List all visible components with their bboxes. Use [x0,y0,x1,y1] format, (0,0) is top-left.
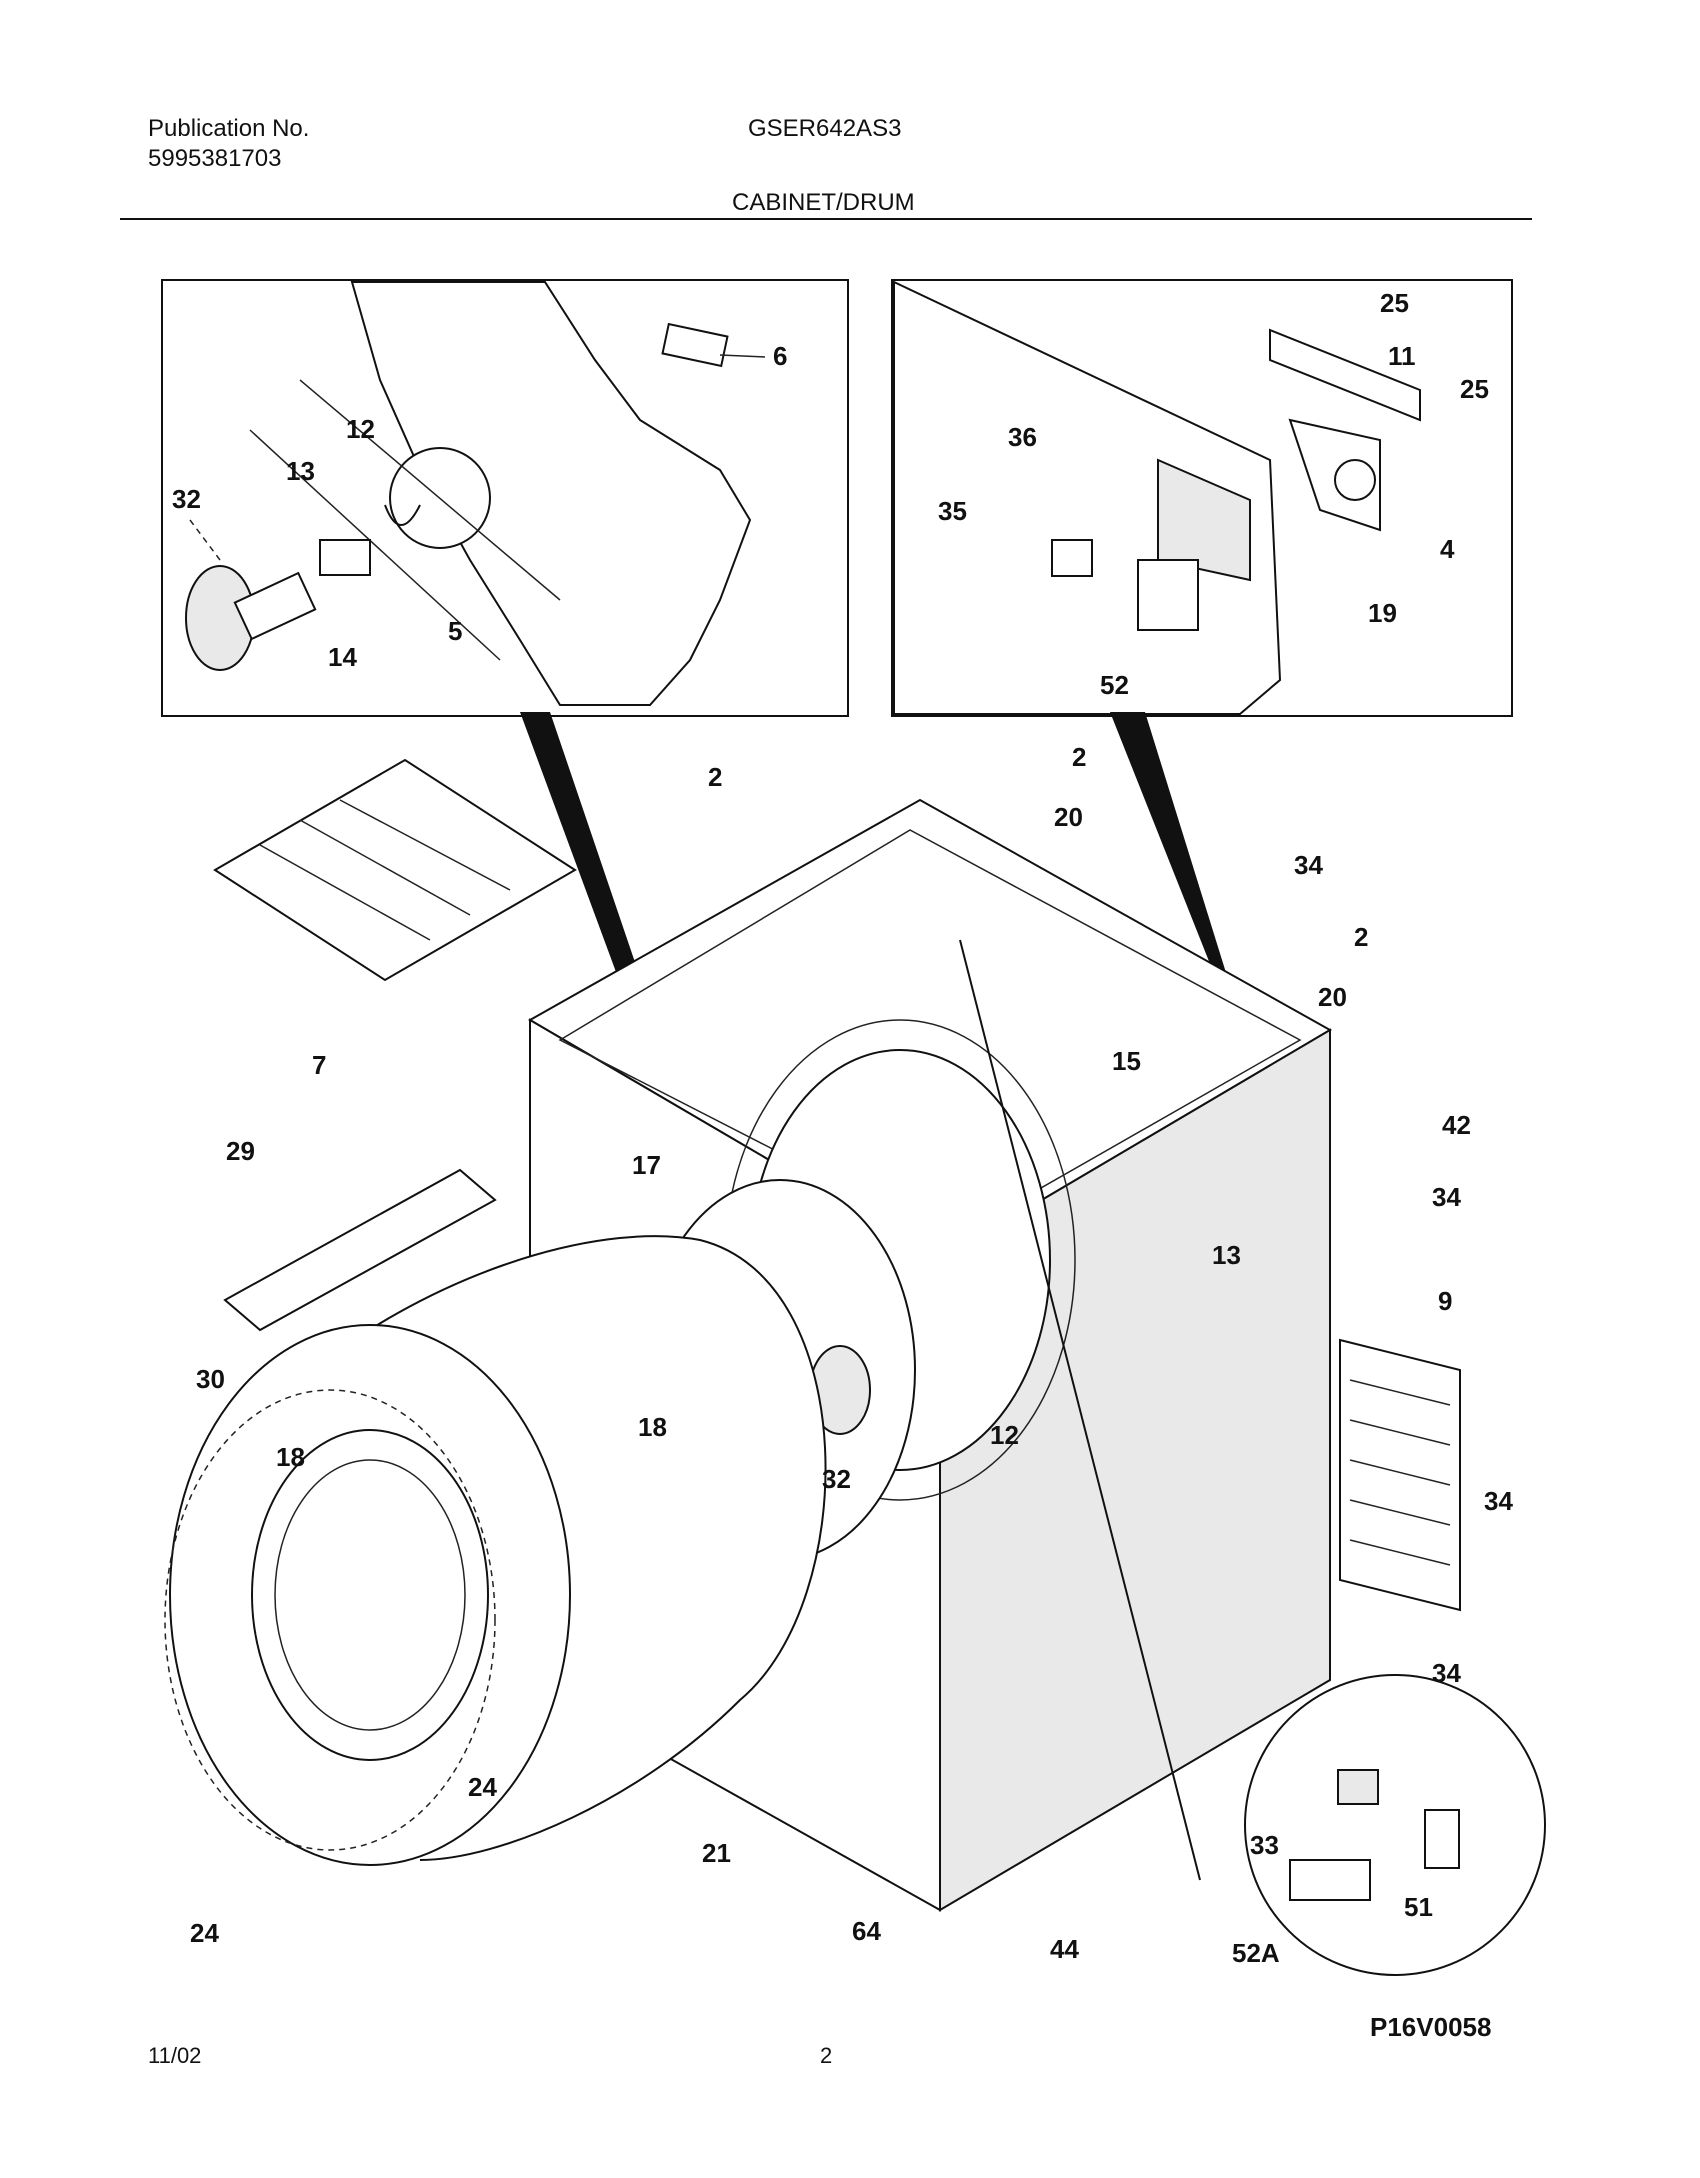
callout-17: 17 [632,1150,661,1180]
callout-44: 44 [1050,1934,1079,1964]
detail-circle [1244,1674,1546,1976]
callout-64: 64 [852,1916,881,1946]
header-rule [120,218,1532,220]
callout-2: 2 [1354,922,1368,952]
callout-30: 30 [196,1364,225,1394]
callout-5: 5 [448,616,462,646]
callout-36: 36 [1008,422,1037,452]
callout-18: 18 [276,1442,305,1472]
callout-51: 51 [1404,1892,1433,1922]
callout-52a: 52A [1232,1938,1280,1968]
callout-32: 32 [822,1464,851,1494]
footer-date: 11/02 [148,2043,202,2068]
callout-7: 7 [312,1050,326,1080]
mounting-clip [1424,1809,1460,1869]
callout-24: 24 [468,1772,497,1802]
callout-34: 34 [1432,1182,1461,1212]
callout-13: 13 [286,456,315,486]
callout-25: 25 [1380,288,1409,318]
page-number: 2 [820,2043,833,2068]
callout-6: 6 [773,341,787,371]
callout-34: 34 [1294,850,1323,880]
callout-20: 20 [1054,802,1083,832]
model-number: GSER642AS3 [748,115,902,142]
rear-vent-panel [1339,1338,1461,1612]
callout-2: 2 [1072,742,1086,772]
section-title: CABINET/DRUM [732,189,915,216]
callout-34: 34 [1484,1486,1513,1516]
callout-9: 9 [1438,1286,1452,1316]
callout-13: 13 [1212,1240,1241,1270]
callout-21: 21 [702,1838,731,1868]
callout-11: 11 [1388,341,1416,371]
thermal-fuse [1337,1769,1379,1805]
callout-12: 12 [346,414,375,444]
sensor-bracket [1289,1859,1371,1901]
callout-19: 19 [1368,598,1397,628]
drum-baffle [223,1168,497,1332]
callout-18: 18 [638,1412,667,1442]
callout-4: 4 [1440,534,1455,564]
callout-15: 15 [1112,1046,1141,1076]
callout-25: 25 [1460,374,1489,404]
callout-35: 35 [938,496,967,526]
inset-drum-support [161,279,849,717]
callout-34: 34 [1432,1658,1461,1688]
callout-2: 2 [708,762,722,792]
callout-20: 20 [1318,982,1347,1012]
drum [164,1235,827,1866]
inset-thermostat [891,279,1513,717]
figure-id: P16V0058 [1370,2012,1491,2042]
callout-52: 52 [1100,670,1129,700]
callout-12: 12 [990,1420,1019,1450]
callout-32: 32 [172,484,201,514]
lint-screen [213,758,577,982]
callout-24: 24 [190,1918,219,1948]
callout-33: 33 [1250,1830,1279,1860]
callout-14: 14 [328,642,357,672]
publication-number: 5995381703 [148,145,282,172]
callout-42: 42 [1442,1110,1471,1140]
publication-label: Publication No. [148,115,310,142]
callout-29: 29 [226,1136,255,1166]
